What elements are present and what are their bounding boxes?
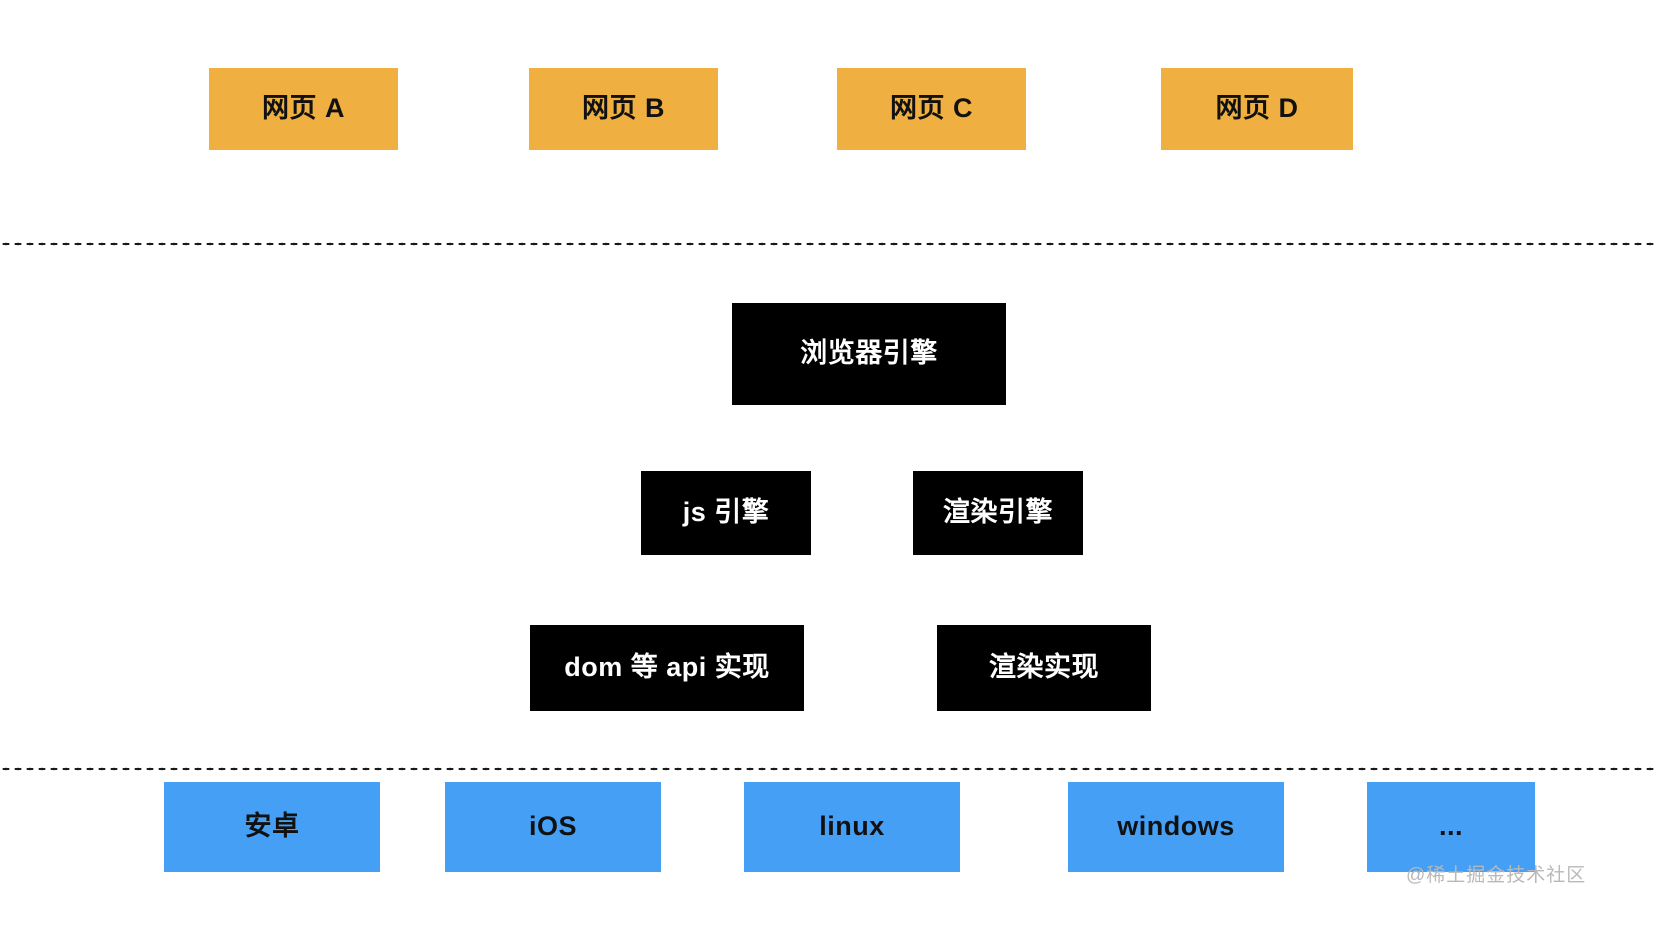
node-render-impl: 渲染实现 (937, 625, 1151, 711)
node-dom-api-impl: dom 等 api 实现 (530, 625, 804, 711)
divider-pages-browser (0, 242, 1656, 246)
node-os-others: ... (1367, 782, 1535, 872)
divider-browser-os (0, 767, 1656, 771)
node-webpage-c: 网页 C (837, 68, 1026, 150)
node-os-android: 安卓 (164, 782, 380, 872)
node-os-windows: windows (1068, 782, 1284, 872)
node-webpage-d: 网页 D (1161, 68, 1353, 150)
node-os-ios: iOS (445, 782, 661, 872)
node-render-engine: 渲染引擎 (913, 471, 1083, 555)
node-browser-engine: 浏览器引擎 (732, 303, 1006, 405)
watermark: @稀土掘金技术社区 (1406, 865, 1587, 886)
node-os-linux: linux (744, 782, 960, 872)
node-webpage-a: 网页 A (209, 68, 398, 150)
node-js-engine: js 引擎 (641, 471, 811, 555)
node-webpage-b: 网页 B (529, 68, 718, 150)
